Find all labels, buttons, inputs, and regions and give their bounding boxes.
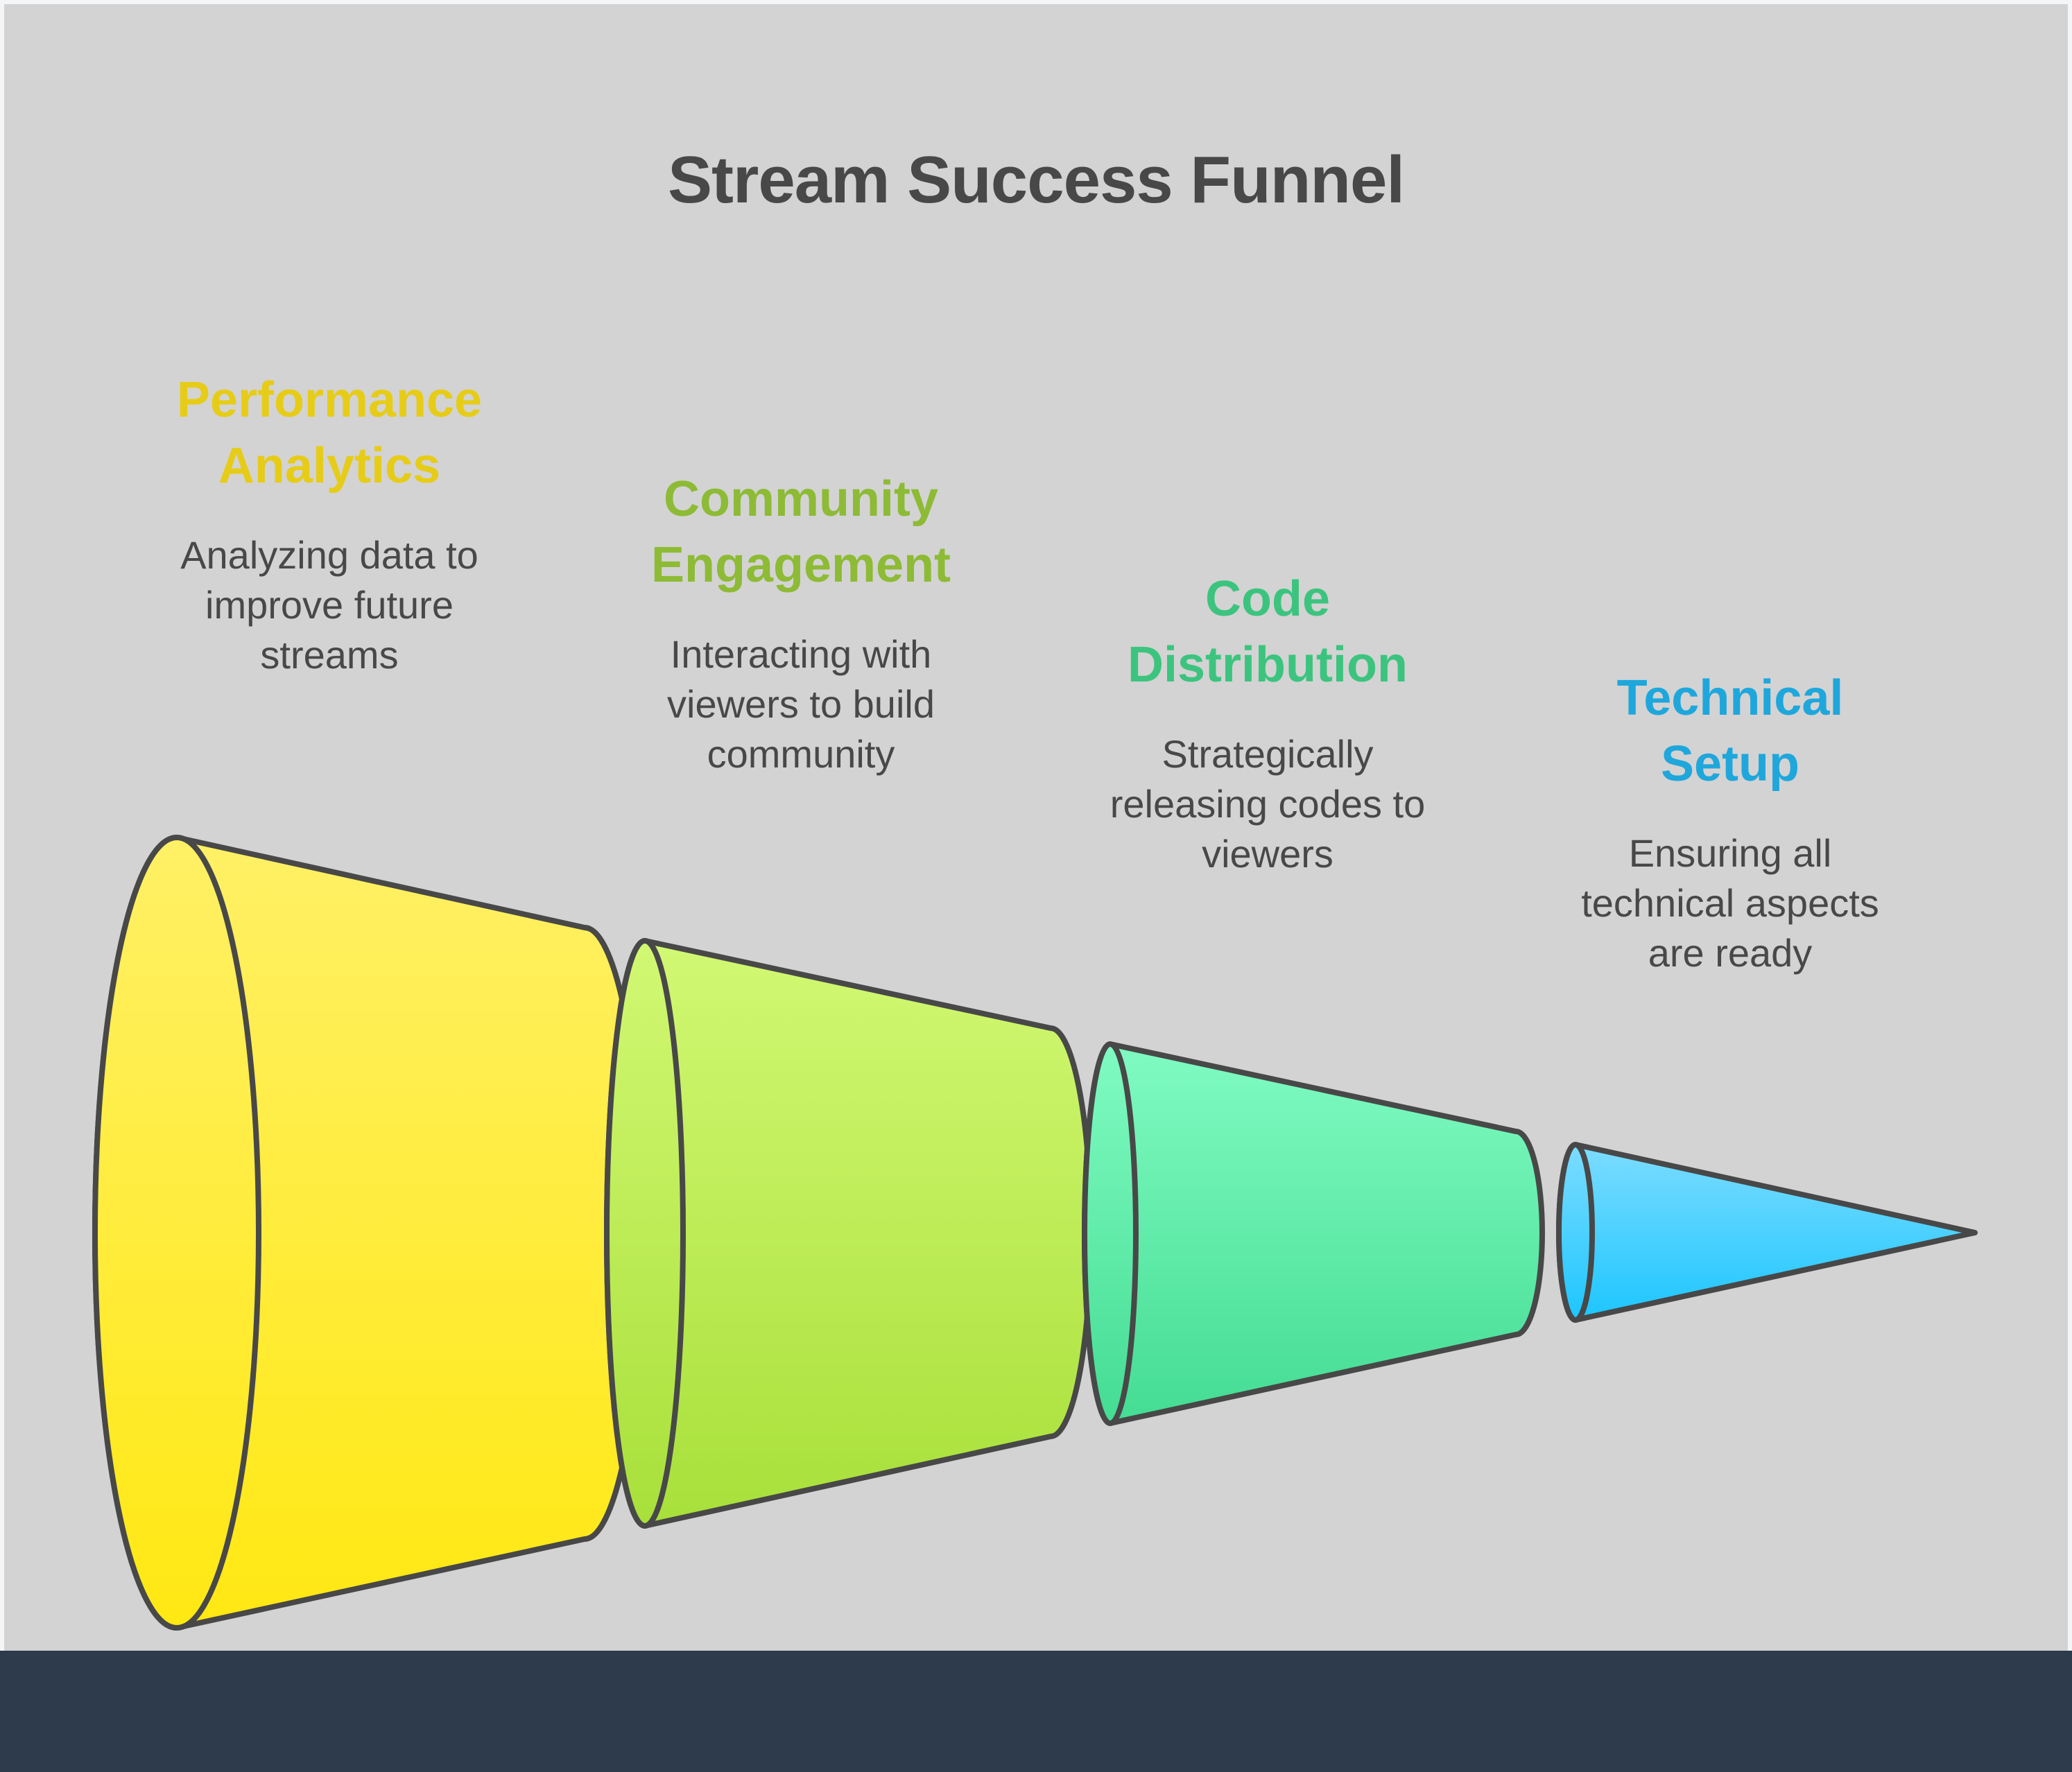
stage-title-line: Technical — [1616, 670, 1844, 726]
stage-title-line: Community — [664, 471, 938, 527]
stage-description: Analyzing data to improve future streams — [111, 530, 548, 680]
funnel-segment-face — [1082, 1041, 1139, 1426]
stage-description-line: releasing codes to — [1110, 782, 1426, 826]
stage-description-line: Analyzing data to — [180, 533, 478, 577]
funnel-segment-technical-setup — [1556, 1142, 1978, 1323]
funnel-segment-face — [1556, 1142, 1595, 1323]
funnel-segment-face — [604, 938, 686, 1529]
stage-title: Performance Analytics — [111, 367, 548, 499]
stage-description-line: viewers — [1202, 832, 1333, 876]
stage-technical-setup: Technical Setup Ensuring all technical a… — [1512, 666, 1949, 978]
footer-band — [0, 1651, 2072, 1772]
stage-description-line: technical aspects — [1581, 881, 1879, 925]
stage-description-line: improve future — [205, 583, 454, 627]
stage-description-line: Strategically — [1162, 732, 1374, 776]
stage-community-engagement: Community Engagement Interacting with vi… — [582, 467, 1019, 779]
stage-description-line: streams — [260, 633, 399, 677]
stage-title-line: Distribution — [1128, 637, 1408, 693]
stage-description-line: are ready — [1648, 931, 1813, 975]
funnel-segment-code-distribution — [1082, 1041, 1545, 1426]
stage-description-line: viewers to build — [667, 682, 935, 726]
stage-title-line: Performance — [176, 372, 483, 428]
stage-description-line: Interacting with — [670, 632, 932, 676]
stage-title: Technical Setup — [1512, 666, 1949, 797]
stage-description: Interacting with viewers to build commun… — [582, 629, 1019, 779]
funnel-segment-body — [1556, 1142, 1978, 1323]
stage-title-line: Code — [1205, 571, 1330, 627]
funnel-segment-community-engagement — [604, 938, 1094, 1529]
diagram-title: Stream Success Funnel — [667, 143, 1405, 217]
stage-title-line: Analytics — [218, 438, 441, 494]
stage-title: Community Engagement — [582, 467, 1019, 598]
funnel-segment-performance-analytics — [92, 835, 646, 1631]
funnel-segment-face — [92, 835, 261, 1631]
stage-description: Ensuring all technical aspects are ready — [1512, 828, 1949, 978]
stage-description-line: community — [707, 732, 895, 776]
funnel-segment-body — [1082, 1041, 1545, 1426]
stage-performance-analytics: Performance Analytics Analyzing data to … — [111, 367, 548, 680]
stage-description-line: Ensuring all — [1628, 831, 1832, 875]
stage-title-line: Setup — [1660, 736, 1799, 792]
stage-code-distribution: Code Distribution Strategically releasin… — [1049, 566, 1486, 879]
stage-description: Strategically releasing codes to viewers — [1049, 729, 1486, 879]
stage-title: Code Distribution — [1049, 566, 1486, 698]
stage-title-line: Engagement — [650, 537, 951, 593]
